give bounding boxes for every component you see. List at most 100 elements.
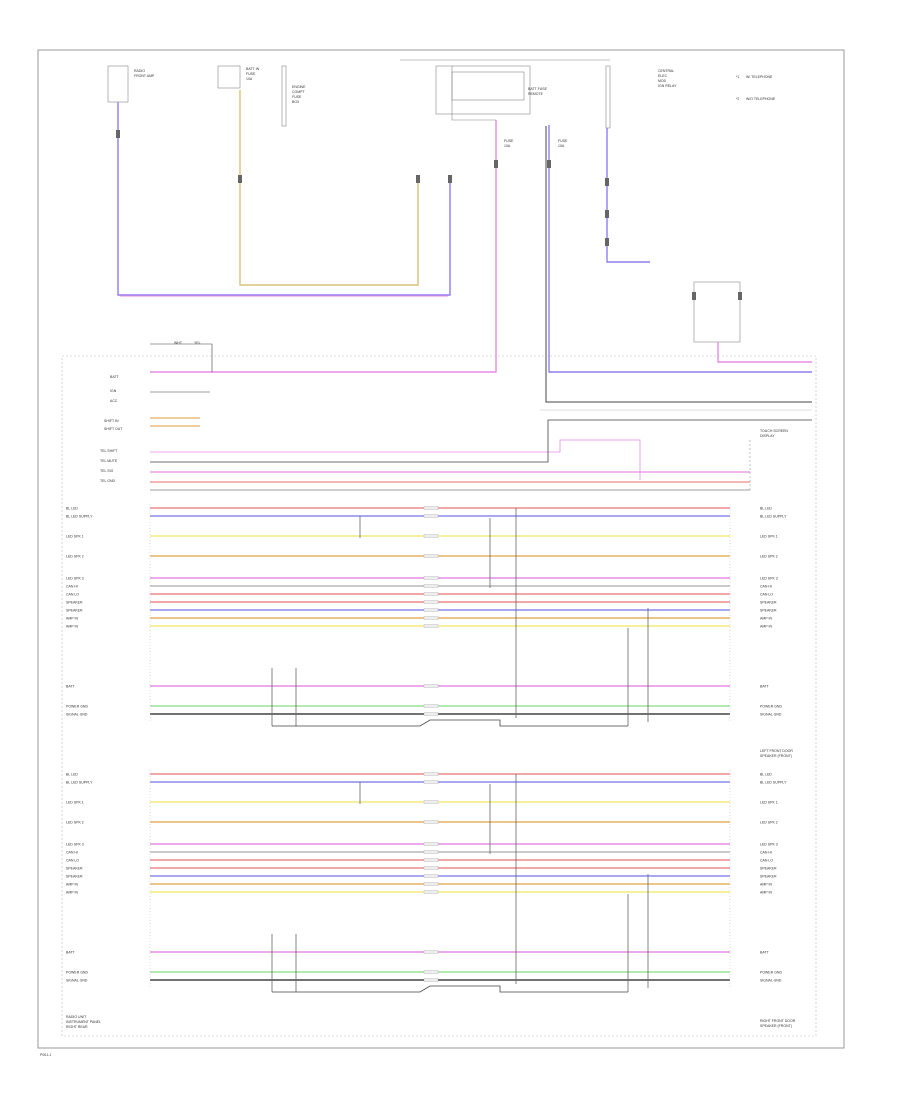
- module-bottom-pin-right-1: BL LED: [760, 773, 772, 777]
- module-bottom-pin-right-10: AMP IN: [760, 883, 772, 887]
- module-top-splice-8: [423, 600, 439, 604]
- c5-label-3: MOD: [658, 79, 667, 83]
- module-bottom-splice-14: [423, 978, 439, 982]
- module-top-splice-3: [423, 534, 439, 538]
- legend: *1 W/ TELEPHONE *2 W/O TELEPHONE: [736, 75, 776, 101]
- upper-left-label-5: SHIFT OUT: [104, 427, 123, 431]
- c2-label-2: FUSE: [246, 72, 256, 76]
- upper-left-label-7: TEL MUTE: [100, 459, 118, 463]
- c4-label-2: REMOTE: [528, 92, 544, 96]
- module-bottom-pin-right-2: BL LED SUPPLY: [760, 781, 787, 785]
- module-bottom-splice-6: [423, 850, 439, 854]
- module-bottom-pin-left-5: LED SPK 3: [66, 843, 84, 847]
- module-top-splice-4: [423, 554, 439, 558]
- module-top-pin-right-6: CAN HI: [760, 585, 772, 589]
- module-top-pin-left-13: POWER GND: [66, 705, 88, 709]
- module-top-pin-right-5: LED SPK 3: [760, 577, 778, 581]
- module-top-pin-right-14: SIGNAL GND: [760, 713, 782, 717]
- module-bottom-pin-right-4: LED SPK 2: [760, 821, 778, 825]
- module-top-pin-left-11: AMP IN: [66, 625, 78, 629]
- c3-label-1: ENGINE: [292, 85, 306, 89]
- module-bottom-title-2: SPEAKER (FRONT): [760, 1024, 792, 1028]
- module-top-pin-right-4: LED SPK 2: [760, 555, 778, 559]
- module-bottom-pin-left-11: AMP IN: [66, 891, 78, 895]
- module-bottom-pin-left-6: CAN HI: [66, 851, 78, 855]
- module-top-pin-left-9: SPEAKER: [66, 609, 83, 613]
- module-top-title-2: SPEAKER (FRONT): [760, 754, 792, 758]
- module-bottom-title-1: RIGHT FRONT DOOR: [760, 1019, 796, 1023]
- module-top-splice-12: [423, 684, 439, 688]
- module-top-pin-left-2: BL LED SUPPLY: [66, 515, 93, 519]
- module-bottom-pin-right-9: SPEAKER: [760, 875, 777, 879]
- module-top-pin-left-1: BL LED: [66, 507, 78, 511]
- upper-left-label-4: SHIFT IN: [104, 419, 119, 423]
- module-top-pin-right-8: SPEAKER: [760, 601, 777, 605]
- module-bottom-splice-9: [423, 874, 439, 878]
- c1-label-1: RADIO: [134, 69, 145, 73]
- upper-left-label-9: TEL GND: [100, 479, 116, 483]
- module-bottom-pin-left-14: SIGNAL GND: [66, 979, 88, 983]
- module-top-pin-right-12: BATT: [760, 685, 770, 689]
- upper-left-label-1: BATT: [110, 375, 120, 379]
- module-top-splice-7: [423, 592, 439, 596]
- module-top-pin-left-7: CAN LO: [66, 593, 79, 597]
- connector-dots: [116, 130, 742, 300]
- c6-label-1: FUSE: [504, 139, 514, 143]
- module-titles: LEFT FRONT DOOR SPEAKER (FRONT) RIGHT FR…: [66, 749, 796, 1029]
- module-bottom-pin-right-7: CAN LO: [760, 859, 773, 863]
- module-bottom-pin-left-3: LED SPK 1: [66, 801, 84, 805]
- upper-left-label-8: TEL SIG: [100, 469, 114, 473]
- legend-symbol-2: *2: [736, 97, 739, 101]
- module-top-pin-right-2: BL LED SUPPLY: [760, 515, 787, 519]
- module-bottom-splice-3: [423, 800, 439, 804]
- bottom-left-title-3: RIGHT REAR: [66, 1025, 88, 1029]
- module-top-pin-left-6: CAN HI: [66, 585, 78, 589]
- module-bottom-pin-left-10: AMP IN: [66, 883, 78, 887]
- module-top-splice-1: [423, 506, 439, 510]
- module-top-splice-9: [423, 608, 439, 612]
- c3-label-3: FUSE: [292, 95, 302, 99]
- c5-label-1: CENTRAL: [658, 69, 674, 73]
- module-top-splice-14: [423, 712, 439, 716]
- upper-block-labels: BATT IGN ACC SHIFT IN SHIFT OUT TEL SHIF…: [100, 341, 788, 483]
- module-top-pin-right-10: AMP IN: [760, 617, 772, 621]
- module-top-ground-return: [272, 719, 628, 727]
- upper-block-wires: [150, 343, 812, 491]
- upper-left-label-2: IGN: [110, 389, 117, 393]
- module-bottom-splice-5: [423, 842, 439, 846]
- module-bottom-pin-left-7: CAN LO: [66, 859, 79, 863]
- c2-label-3: 10A: [246, 77, 253, 81]
- module-bottom-pin-right-12: BATT: [760, 951, 770, 955]
- top-wires: [117, 59, 812, 403]
- wire-code-2: YEL: [194, 341, 201, 345]
- module-bottom-pin-right-11: AMP IN: [760, 891, 772, 895]
- c3-label-2: COMPT: [292, 90, 306, 94]
- module-bottom-splice-13: [423, 970, 439, 974]
- module-top-pin-right-9: SPEAKER: [760, 609, 777, 613]
- c2-label-1: BATT IN: [246, 67, 260, 71]
- diagram-frame: [37, 49, 845, 1049]
- module-bottom-pin-left-4: LED SPK 2: [66, 821, 84, 825]
- module-top-title-1: LEFT FRONT DOOR: [760, 749, 793, 753]
- legend-symbol-1: *1: [736, 75, 739, 79]
- bottom-left-title-2: INSTRUMENT PANEL: [66, 1020, 101, 1024]
- c6-label-2: 10A: [504, 144, 511, 148]
- module-bottom-splice-1: [423, 772, 439, 776]
- wire-code-1: WHT: [174, 341, 183, 345]
- module-bottom-pin-left-9: SPEAKER: [66, 875, 83, 879]
- module-bottom-splice-4: [423, 820, 439, 824]
- module-bottom-pin-right-13: POWER GND: [760, 971, 782, 975]
- module-top-pin-left-10: AMP IN: [66, 617, 78, 621]
- upper-left-label-6: TEL SHIFT: [100, 449, 118, 453]
- module-top-pin-left-14: SIGNAL GND: [66, 713, 88, 717]
- module-bottom-pin-right-5: LED SPK 3: [760, 843, 778, 847]
- c5-label-2: ELEC: [658, 74, 668, 78]
- module-top-splice-5: [423, 576, 439, 580]
- upper-right-label-2: DISPLAY: [760, 434, 775, 438]
- module-bottom-pin-right-14: SIGNAL GND: [760, 979, 782, 983]
- c3-label-4: BOX: [292, 100, 300, 104]
- c4-label-1: BATT FUSE: [528, 87, 548, 91]
- module-bottom-pin-left-8: SPEAKER: [66, 867, 83, 871]
- module-top-pin-left-8: SPEAKER: [66, 601, 83, 605]
